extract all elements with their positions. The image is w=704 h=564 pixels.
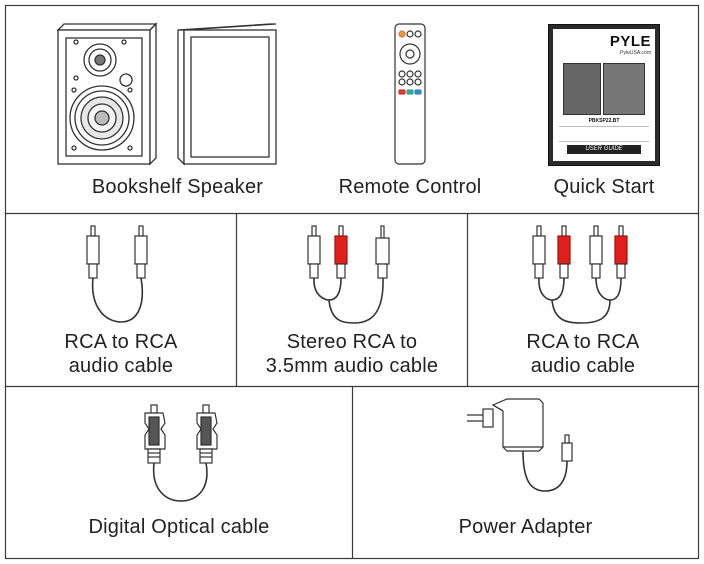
speaker-pair-illustration [56,22,277,166]
rca-cable-1-line1: RCA to RCA [64,331,178,353]
stereo-rca-cable-illustration [307,225,390,324]
rca-cable-1-line2: audio cable [68,355,174,377]
guide-brand-logo: PYLE [609,33,651,50]
item-quick-start: PYLE PyleUSA.com PBKSP22.BT USER GUIDE Q… [510,5,698,213]
rca-cable-2-line1: RCA to RCA [526,331,640,353]
item-digital-optical-cable: Digital Optical cable [6,387,352,558]
remote-control-label: Remote Control [338,176,482,198]
item-stereo-rca-cable: Stereo RCA to 3.5mm audio cable [237,214,467,386]
item-power-adapter: Power Adapter [353,387,698,558]
stereo-rca-line1: Stereo RCA to [286,331,418,353]
dual-rca-cable-illustration [532,225,628,324]
stereo-rca-line2: 3.5mm audio cable [265,355,439,377]
rca-cable-illustration [86,225,148,323]
item-rca-to-rca-cable-2: RCA to RCA audio cable [468,214,698,386]
guide-description-lines [559,126,649,142]
optical-cable-illustration [144,404,218,502]
guide-user-guide-banner: USER GUIDE [567,145,641,154]
rca-cable-2-line2: audio cable [530,355,636,377]
guide-speaker-image-left [563,63,601,115]
item-rca-to-rca-cable-1: RCA to RCA audio cable [6,214,236,386]
digital-optical-label: Digital Optical cable [88,516,270,538]
guide-brand-url: PyleUSA.com [620,50,651,56]
remote-illustration [394,23,426,165]
bookshelf-speaker-label: Bookshelf Speaker [91,176,264,198]
quick-start-label: Quick Start [553,176,655,198]
guide-model: PBKSP22.BT [588,118,620,124]
power-adapter-illustration [467,398,573,492]
item-remote-control: Remote Control [330,5,490,213]
item-bookshelf-speaker: Bookshelf Speaker [5,5,330,213]
guide-speaker-image-right [603,63,645,115]
power-adapter-label: Power Adapter [458,516,593,538]
quick-start-guide-cover: PYLE PyleUSA.com PBKSP22.BT USER GUIDE [548,24,660,166]
